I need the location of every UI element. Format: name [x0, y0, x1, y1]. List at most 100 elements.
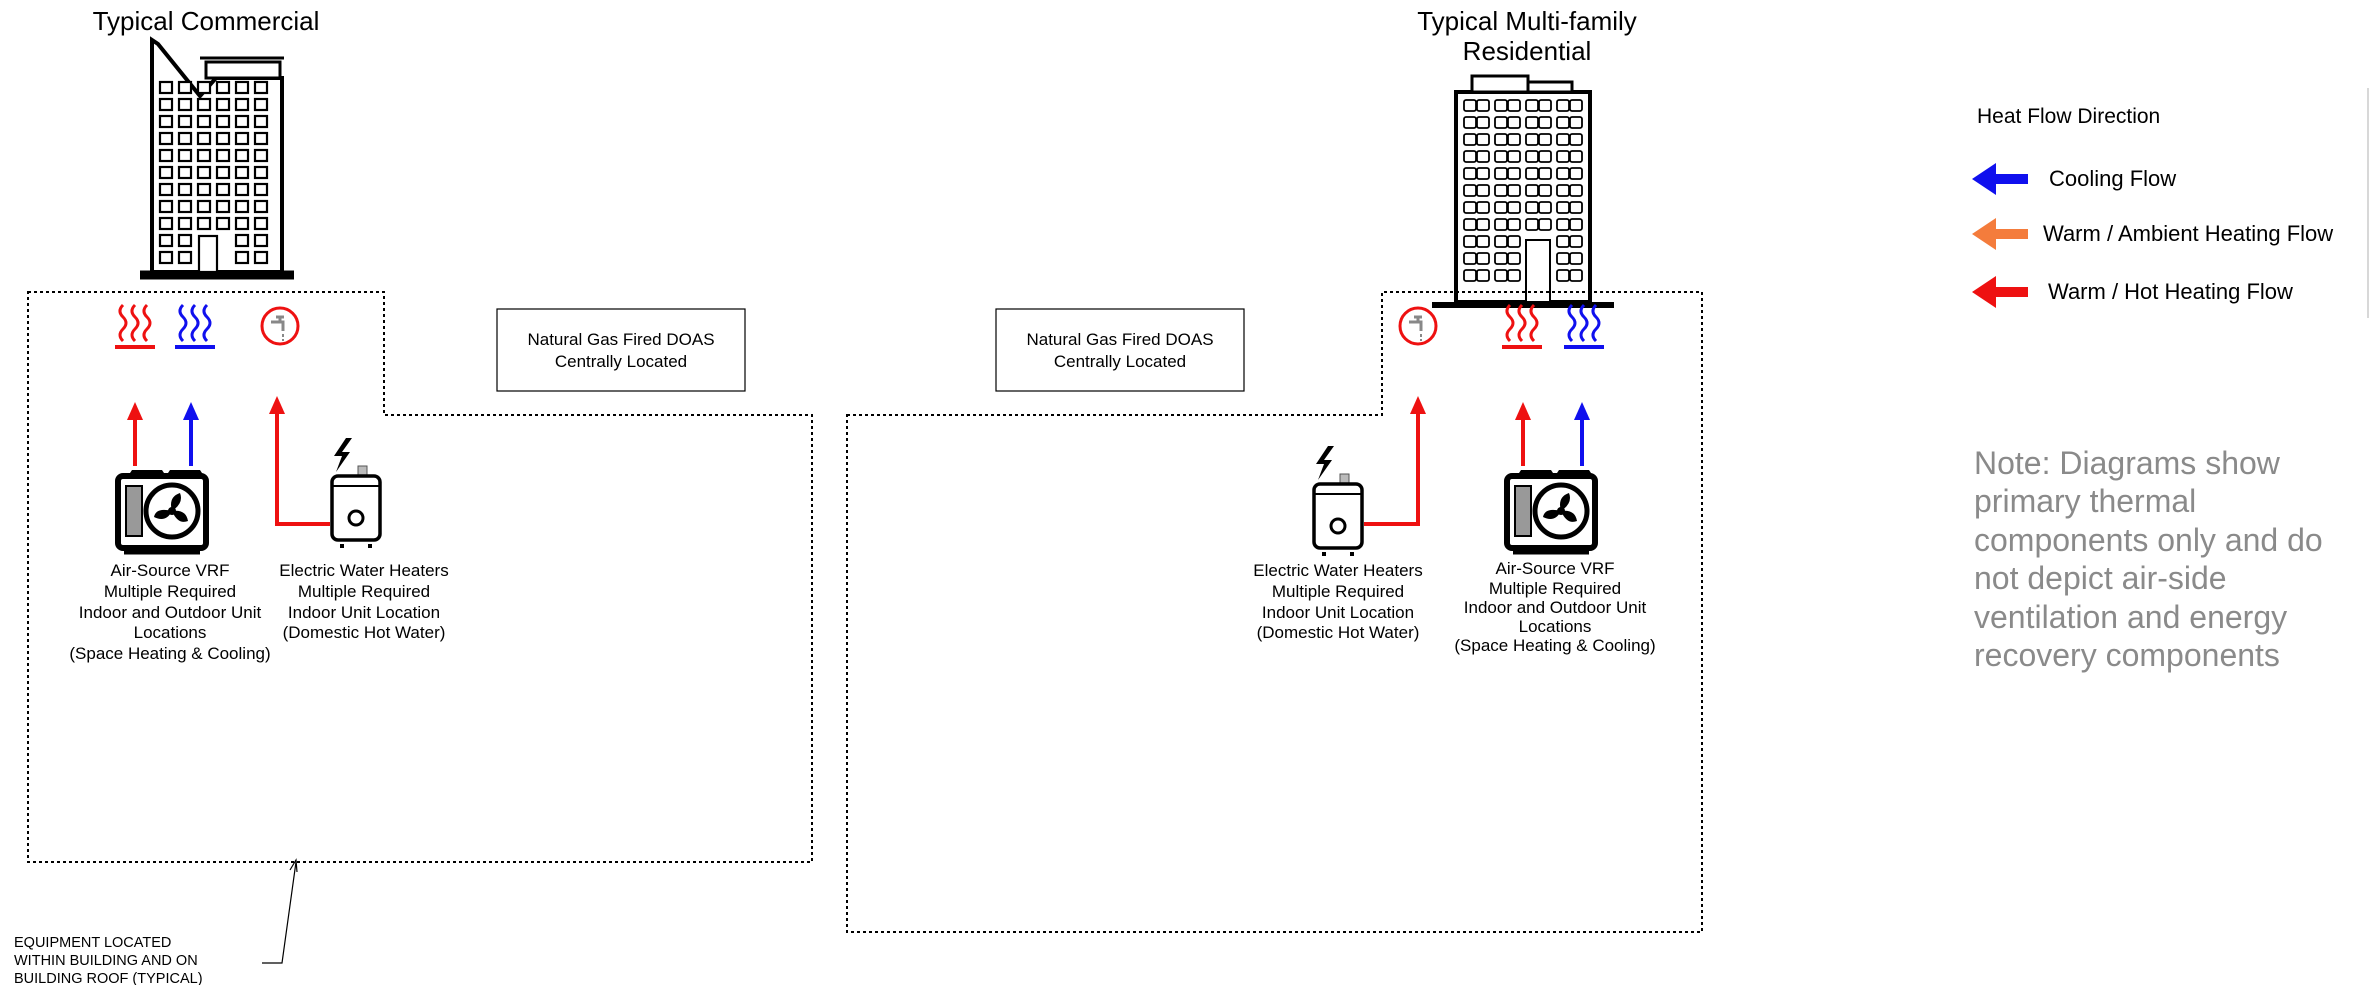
building-window	[1569, 150, 1583, 163]
building-window	[253, 199, 269, 214]
building-window	[1494, 269, 1508, 282]
dhw-flow-line	[1364, 412, 1420, 526]
building-window	[1494, 252, 1508, 265]
hot-flow-arrowhead	[127, 402, 143, 420]
svg-text:primary thermal: primary thermal	[1974, 483, 2196, 519]
building-window	[1463, 218, 1477, 231]
building-window	[1463, 150, 1477, 163]
building-window	[253, 233, 269, 248]
building-window	[1494, 235, 1508, 248]
building-window	[1556, 235, 1570, 248]
svg-text:Note: Diagrams show: Note: Diagrams show	[1974, 445, 2281, 481]
building-window	[234, 131, 250, 146]
building-window	[1476, 150, 1490, 163]
building-window	[1507, 184, 1521, 197]
building-window	[253, 80, 269, 95]
residential-water-heater-label: Electric Water Heaters Multiple Required…	[1253, 561, 1422, 642]
svg-text:Multiple Required: Multiple Required	[1272, 582, 1404, 601]
building-window	[196, 114, 212, 129]
building-window	[158, 80, 174, 95]
svg-text:Indoor and Outdoor Unit: Indoor and Outdoor Unit	[1464, 598, 1647, 617]
building-window	[1556, 201, 1570, 214]
building-window	[1507, 133, 1521, 146]
building-window	[253, 131, 269, 146]
residential-building-icon	[1432, 76, 1614, 305]
building-window	[215, 182, 231, 197]
building-window	[1507, 269, 1521, 282]
svg-text:Residential: Residential	[1463, 36, 1592, 66]
svg-text:WITHIN BUILDING AND ON: WITHIN BUILDING AND ON	[14, 953, 198, 969]
building-window	[1507, 218, 1521, 231]
building-window	[215, 199, 231, 214]
building-window	[1463, 269, 1477, 282]
svg-text:Typical Multi-family: Typical Multi-family	[1417, 6, 1637, 36]
commercial-boundary	[27, 291, 813, 863]
building-window	[1556, 252, 1570, 265]
residential-doas-box: Natural Gas Fired DOAS Centrally Located	[995, 308, 1245, 392]
building-window	[1476, 133, 1490, 146]
building-window	[1538, 218, 1552, 231]
building-window	[1525, 201, 1539, 214]
building-window	[1525, 218, 1539, 231]
building-window	[196, 148, 212, 163]
building-window	[1569, 235, 1583, 248]
building-window	[177, 182, 193, 197]
building-window	[158, 199, 174, 214]
svg-text:Natural Gas Fired DOAS: Natural Gas Fired DOAS	[527, 330, 714, 349]
building-window	[1463, 116, 1477, 129]
building-window	[1463, 184, 1477, 197]
building-window	[1476, 235, 1490, 248]
building-window	[215, 216, 231, 231]
water-heater-icon	[1312, 444, 1364, 558]
svg-text:Multiple Required: Multiple Required	[104, 582, 236, 601]
building-window	[1476, 201, 1490, 214]
building-window	[1476, 167, 1490, 180]
building-window	[1507, 252, 1521, 265]
building-window	[1556, 150, 1570, 163]
building-window	[1569, 252, 1583, 265]
commercial-water-heater-label: Electric Water Heaters Multiple Required…	[279, 561, 448, 642]
residential-title: Typical Multi-family Residential	[1417, 6, 1637, 66]
building-window	[234, 80, 250, 95]
building-window	[1525, 99, 1539, 112]
heating-radiator-icon	[113, 303, 157, 349]
building-window	[234, 165, 250, 180]
building-window	[1494, 167, 1508, 180]
building-window	[253, 165, 269, 180]
building-window	[1494, 201, 1508, 214]
building-window	[1538, 150, 1552, 163]
building-window	[158, 131, 174, 146]
building-window	[1569, 133, 1583, 146]
callout-leader	[262, 861, 297, 964]
svg-text:Locations: Locations	[134, 623, 207, 642]
building-window	[177, 233, 193, 248]
building-window	[1525, 167, 1539, 180]
arrow-left-icon	[1972, 276, 2028, 308]
building-window	[1525, 133, 1539, 146]
dhw-flow-arrowhead	[269, 396, 285, 414]
note: Note: Diagrams show primary thermal comp…	[1974, 445, 2323, 673]
building-window	[1538, 133, 1552, 146]
building-window	[1463, 167, 1477, 180]
building-window	[177, 165, 193, 180]
building-window	[158, 233, 174, 248]
building-window	[1569, 99, 1583, 112]
building-window	[1494, 184, 1508, 197]
svg-text:Warm / Ambient Heating Flow: Warm / Ambient Heating Flow	[2043, 221, 2333, 246]
building-window	[1556, 99, 1570, 112]
building-window	[234, 216, 250, 231]
building-window	[196, 80, 212, 95]
building-window	[215, 80, 231, 95]
building-window	[1569, 167, 1583, 180]
svg-text:Locations: Locations	[1519, 617, 1592, 636]
building-window	[253, 182, 269, 197]
building-window	[1476, 218, 1490, 231]
building-window	[1507, 99, 1521, 112]
building-door	[197, 234, 219, 274]
building-window	[196, 182, 212, 197]
svg-text:Cooling Flow: Cooling Flow	[2049, 166, 2176, 191]
svg-text:EQUIPMENT LOCATED: EQUIPMENT LOCATED	[14, 935, 171, 951]
commercial-doas-box: Natural Gas Fired DOAS Centrally Located	[496, 308, 746, 392]
svg-text:(Space Heating & Cooling): (Space Heating & Cooling)	[1454, 636, 1655, 655]
callout-arrowhead	[289, 858, 298, 873]
